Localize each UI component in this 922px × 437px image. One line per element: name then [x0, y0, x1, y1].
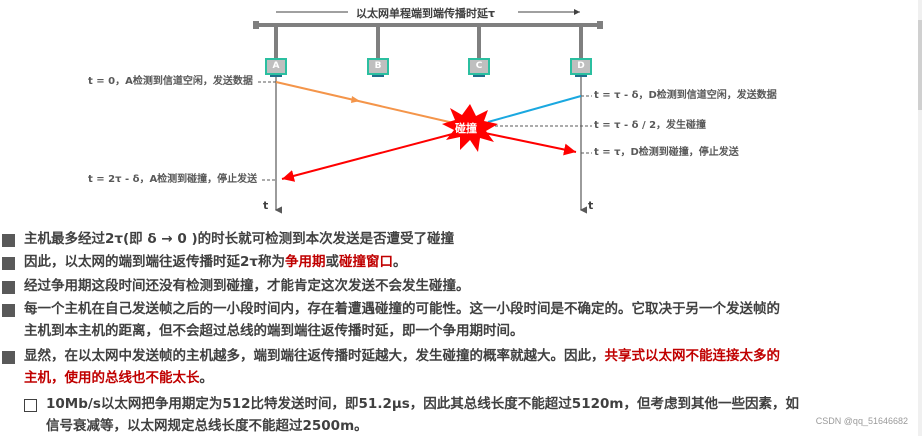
- bullet-square-icon: [2, 351, 15, 364]
- event-a-detect: t = 2τ - δ，A检测到碰撞，停止发送: [88, 174, 258, 185]
- sub-bullet-line-1: 10Mb/s以太网把争用期定为512比特发送时间，即51.2μs，因此其总线长度…: [46, 396, 799, 412]
- sub-bullet-checkbox-icon: [24, 399, 37, 412]
- csdn-watermark: CSDN @qq_51646682: [815, 416, 908, 426]
- time-axis-d-label: t: [588, 199, 594, 212]
- bullet-4-line-2: 主机到本主机的距离，但不会超过总线的端到端往返传播时延，即一个争用期时间。: [24, 323, 524, 339]
- time-axis-a-label: t: [263, 199, 269, 212]
- diagram-lines: [253, 9, 603, 214]
- bullet-square-icon: [2, 281, 15, 294]
- bullet-3: 经过争用期这段时间还没有检测到碰撞，才能肯定这次发送不会发生碰撞。: [24, 278, 470, 294]
- event-a-send: t = 0，A检测到信道空闲，发送数据: [88, 76, 253, 87]
- term-contention-period: 争用期: [285, 254, 326, 270]
- event-d-detect: t = τ，D检测到碰撞，停止发送: [594, 147, 739, 158]
- host-b-node: B: [367, 58, 389, 75]
- bullet-5-line-1: 显然，在以太网中发送帧的主机越多，端到端往返传播时延越大，发生碰撞的概率就越大。…: [24, 348, 780, 364]
- collision-label: 碰撞: [455, 122, 477, 135]
- term-collision-window: 碰撞窗口: [339, 254, 394, 270]
- event-collision: t = τ - δ / 2，发生碰撞: [594, 120, 707, 131]
- scrollbar-thumb[interactable]: [918, 20, 922, 110]
- host-c-node: C: [468, 58, 490, 75]
- csma-cd-timing-diagram: 以太网单程端到端传播时延τ A B C D 碰撞 t = 0，A检测到信道空闲，…: [88, 5, 777, 214]
- bullet-square-icon: [2, 234, 15, 247]
- bullet-1: 主机最多经过2τ(即 δ → 0 )的时长就可检测到本次发送是否遭受了碰撞: [24, 231, 455, 247]
- collision-burst-icon: [442, 104, 498, 152]
- bullet-2: 因此，以太网的端到端往返传播时延2τ称为争用期或碰撞窗口。: [24, 254, 407, 270]
- vertical-scrollbar[interactable]: [918, 0, 922, 436]
- event-d-send: t = τ - δ，D检测到信道空闲，发送数据: [594, 90, 777, 101]
- host-d-node: D: [570, 58, 592, 75]
- host-a-node: A: [265, 58, 287, 75]
- bullet-4-line-1: 每一个主机在自己发送帧之后的一小段时间内，存在着遭遇碰撞的可能性。这一小段时间是…: [24, 301, 780, 317]
- bullet-square-icon: [2, 304, 15, 317]
- sub-bullet-line-2: 信号衰减等，以太网规定总线长度不能超过2500m。: [46, 418, 368, 434]
- diagram-title: 以太网单程端到端传播时延τ: [352, 5, 500, 21]
- bullet-5-line-2: 主机，使用的总线也不能太长。: [24, 370, 213, 386]
- bullet-square-icon: [2, 257, 15, 270]
